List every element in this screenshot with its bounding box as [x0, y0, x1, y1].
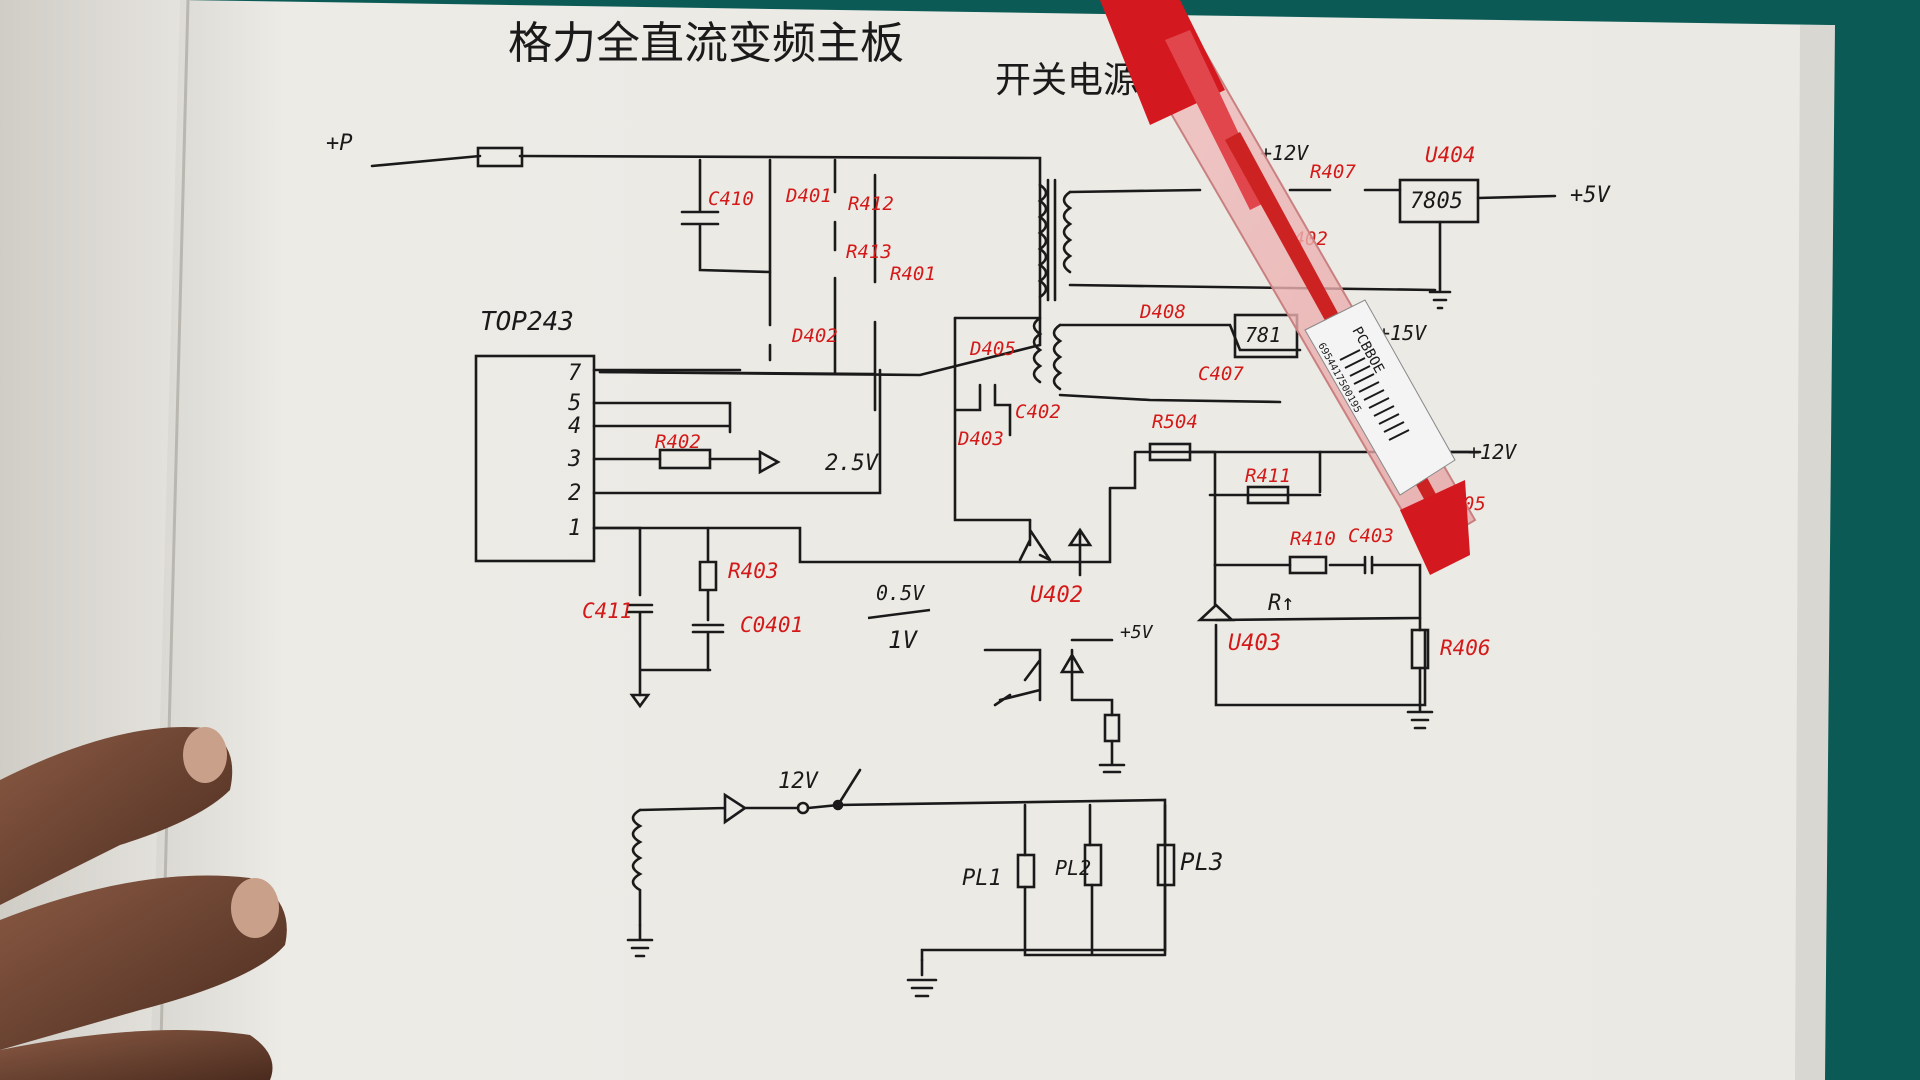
ic7805-label: 7805 — [1410, 189, 1463, 214]
finger-middle — [0, 875, 287, 1050]
red-pen: PCBBOE 6954417500195 — [1100, 0, 1477, 575]
u404-label: U404 — [1425, 143, 1476, 167]
c410-label: C410 — [708, 188, 754, 210]
r406-label: R406 — [1440, 636, 1491, 660]
p5v-label: +5V — [1570, 183, 1611, 208]
pin3-label: 3 — [567, 447, 581, 472]
v1-label: 1V — [888, 626, 918, 654]
rt-label: R↑ — [1268, 591, 1295, 616]
c402-label: C402 — [1015, 401, 1061, 423]
notebook-page — [150, 0, 1830, 1080]
d401-label: D401 — [785, 185, 832, 207]
d408-label: D408 — [1139, 301, 1186, 323]
relay-12v-label: 12V — [778, 769, 819, 794]
pin1-label: 1 — [568, 516, 581, 541]
pin2-label: 2 — [568, 481, 581, 506]
r412-label: R412 — [848, 193, 894, 215]
c403-label: C403 — [1348, 525, 1394, 547]
d405-label: D405 — [969, 338, 1016, 360]
schematic-wires — [370, 146, 1557, 998]
pen-barcode — [1339, 349, 1410, 441]
fingernail-index — [183, 727, 227, 783]
r401-label: R401 — [890, 263, 936, 285]
c0401-label: C0401 — [740, 613, 803, 637]
pen-tip — [1400, 480, 1470, 575]
c411-label: C411 — [582, 599, 633, 623]
page-edge — [1795, 25, 1835, 1080]
pin5-label: 5 — [568, 391, 581, 416]
p12v-mid-label: +12V — [1468, 440, 1517, 464]
ic-top243-label: TOP243 — [480, 307, 574, 337]
pl3-label: PL3 — [1180, 848, 1223, 876]
pen-label-band — [1304, 299, 1456, 496]
finger-index — [0, 727, 233, 905]
ic7815-label: 781 — [1245, 323, 1281, 347]
pin7-label: 7 — [568, 361, 582, 386]
r410-label: R410 — [1290, 528, 1336, 550]
input-label: +P — [326, 131, 353, 156]
r402-label: R402 — [655, 431, 701, 453]
r407-label: R407 — [1310, 161, 1356, 183]
fraction-bar — [867, 608, 931, 620]
pl1-label: PL1 — [962, 866, 1002, 891]
c407-label: C407 — [1198, 363, 1244, 385]
d403-label: D403 — [957, 428, 1004, 450]
u402-label: U402 — [1030, 583, 1083, 608]
v05-label: 0.5V — [876, 581, 925, 605]
r411-label: R411 — [1245, 465, 1291, 487]
pin4-label: 4 — [568, 414, 581, 439]
title-sub: 开关电源 — [995, 60, 1139, 101]
fingernail-middle — [231, 878, 279, 938]
v25-label: 2.5V — [825, 451, 880, 476]
u403-label: U403 — [1228, 631, 1281, 656]
p5v-bottom-label: +5V — [1120, 622, 1154, 643]
r413-label: R413 — [846, 241, 892, 263]
hand — [0, 727, 287, 1080]
d402-label: D402 — [791, 325, 838, 347]
r403-label: R403 — [728, 559, 779, 583]
r504-label: R504 — [1152, 411, 1198, 433]
pl2-label: PL2 — [1055, 856, 1091, 880]
labels-black: +P TOP243 7 5 4 3 2 1 2.5V 0.5V 1V +12V … — [326, 131, 1611, 891]
title-main: 格力全直流变频主板 — [508, 18, 904, 69]
finger-ring — [0, 1030, 273, 1080]
